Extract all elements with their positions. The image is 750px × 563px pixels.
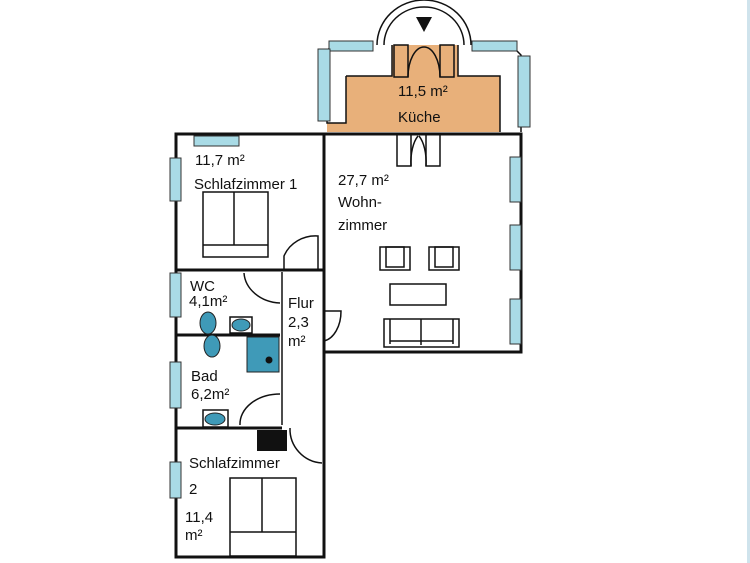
window <box>509 156 522 203</box>
toilet <box>199 311 217 335</box>
schlafzimmer2-name-1: Schlafzimmer <box>189 455 280 472</box>
toilet <box>203 334 221 358</box>
balcony-door[interactable] <box>393 44 455 78</box>
room-kueche: 11,5 m² Küche <box>317 0 531 132</box>
door[interactable] <box>289 427 323 464</box>
schlafzimmer1-name: Schlafzimmer 1 <box>194 176 297 193</box>
outer-wall <box>174 132 326 559</box>
bed <box>202 191 269 258</box>
bed <box>229 477 297 557</box>
window <box>517 55 531 128</box>
schlafzimmer1-area: 11,7 m² <box>195 152 245 169</box>
bay-arch <box>376 0 472 46</box>
room-schlafzimmer-1: 11,7 m² Schlafzimmer 1 <box>169 135 324 272</box>
room-schlafzimmer-2: Schlafzimmer 2 11,4 m² <box>169 427 323 557</box>
sofa <box>383 318 460 348</box>
entrance-arrow-icon <box>416 17 432 32</box>
wc-name: WC <box>190 278 215 295</box>
bad-name: Bad <box>191 368 218 385</box>
door[interactable] <box>283 235 319 270</box>
wohnzimmer-name-2: zimmer <box>338 217 387 234</box>
room-wc: WC 4,1m² <box>169 272 283 425</box>
chimney <box>257 430 287 451</box>
coffee-table <box>389 283 447 306</box>
flur-area-2: m² <box>288 333 306 350</box>
drain <box>265 356 273 364</box>
kitchen-floor <box>327 45 500 132</box>
wohnzimmer-area: 27,7 m² <box>338 172 389 189</box>
window <box>169 461 182 499</box>
window <box>169 272 182 318</box>
window <box>509 298 522 345</box>
window <box>471 40 518 52</box>
door[interactable] <box>239 393 281 426</box>
wohnzimmer-name-1: Wohn- <box>338 194 382 211</box>
schlafzimmer2-name-2: 2 <box>189 481 197 498</box>
armchair <box>428 246 460 271</box>
room-bad: Bad 6,2m² <box>169 334 282 430</box>
schlafzimmer2-area-1: 11,4 <box>185 509 213 526</box>
flur-area-1: 2,3 <box>288 314 309 331</box>
room-flur: Flur 2,3 m² <box>288 295 342 350</box>
flur-name: Flur <box>288 295 314 312</box>
bad-area: 6,2m² <box>191 386 229 403</box>
kueche-area: 11,5 m² <box>398 83 448 100</box>
window <box>509 224 522 271</box>
schlafzimmer2-area-2: m² <box>185 527 203 544</box>
window <box>169 157 182 202</box>
window <box>317 48 331 122</box>
shower <box>246 336 280 373</box>
wc-area: 4,1m² <box>189 293 227 310</box>
armchair <box>379 246 411 271</box>
room-wohnzimmer: 27,7 m² Wohn- zimmer <box>324 132 523 354</box>
door[interactable] <box>243 272 281 304</box>
door[interactable] <box>323 310 342 342</box>
window <box>193 135 240 147</box>
kueche-name: Küche <box>398 109 441 126</box>
page-edge <box>747 0 750 563</box>
window <box>328 40 374 52</box>
kitchen-door[interactable] <box>396 133 441 167</box>
window <box>169 361 182 409</box>
